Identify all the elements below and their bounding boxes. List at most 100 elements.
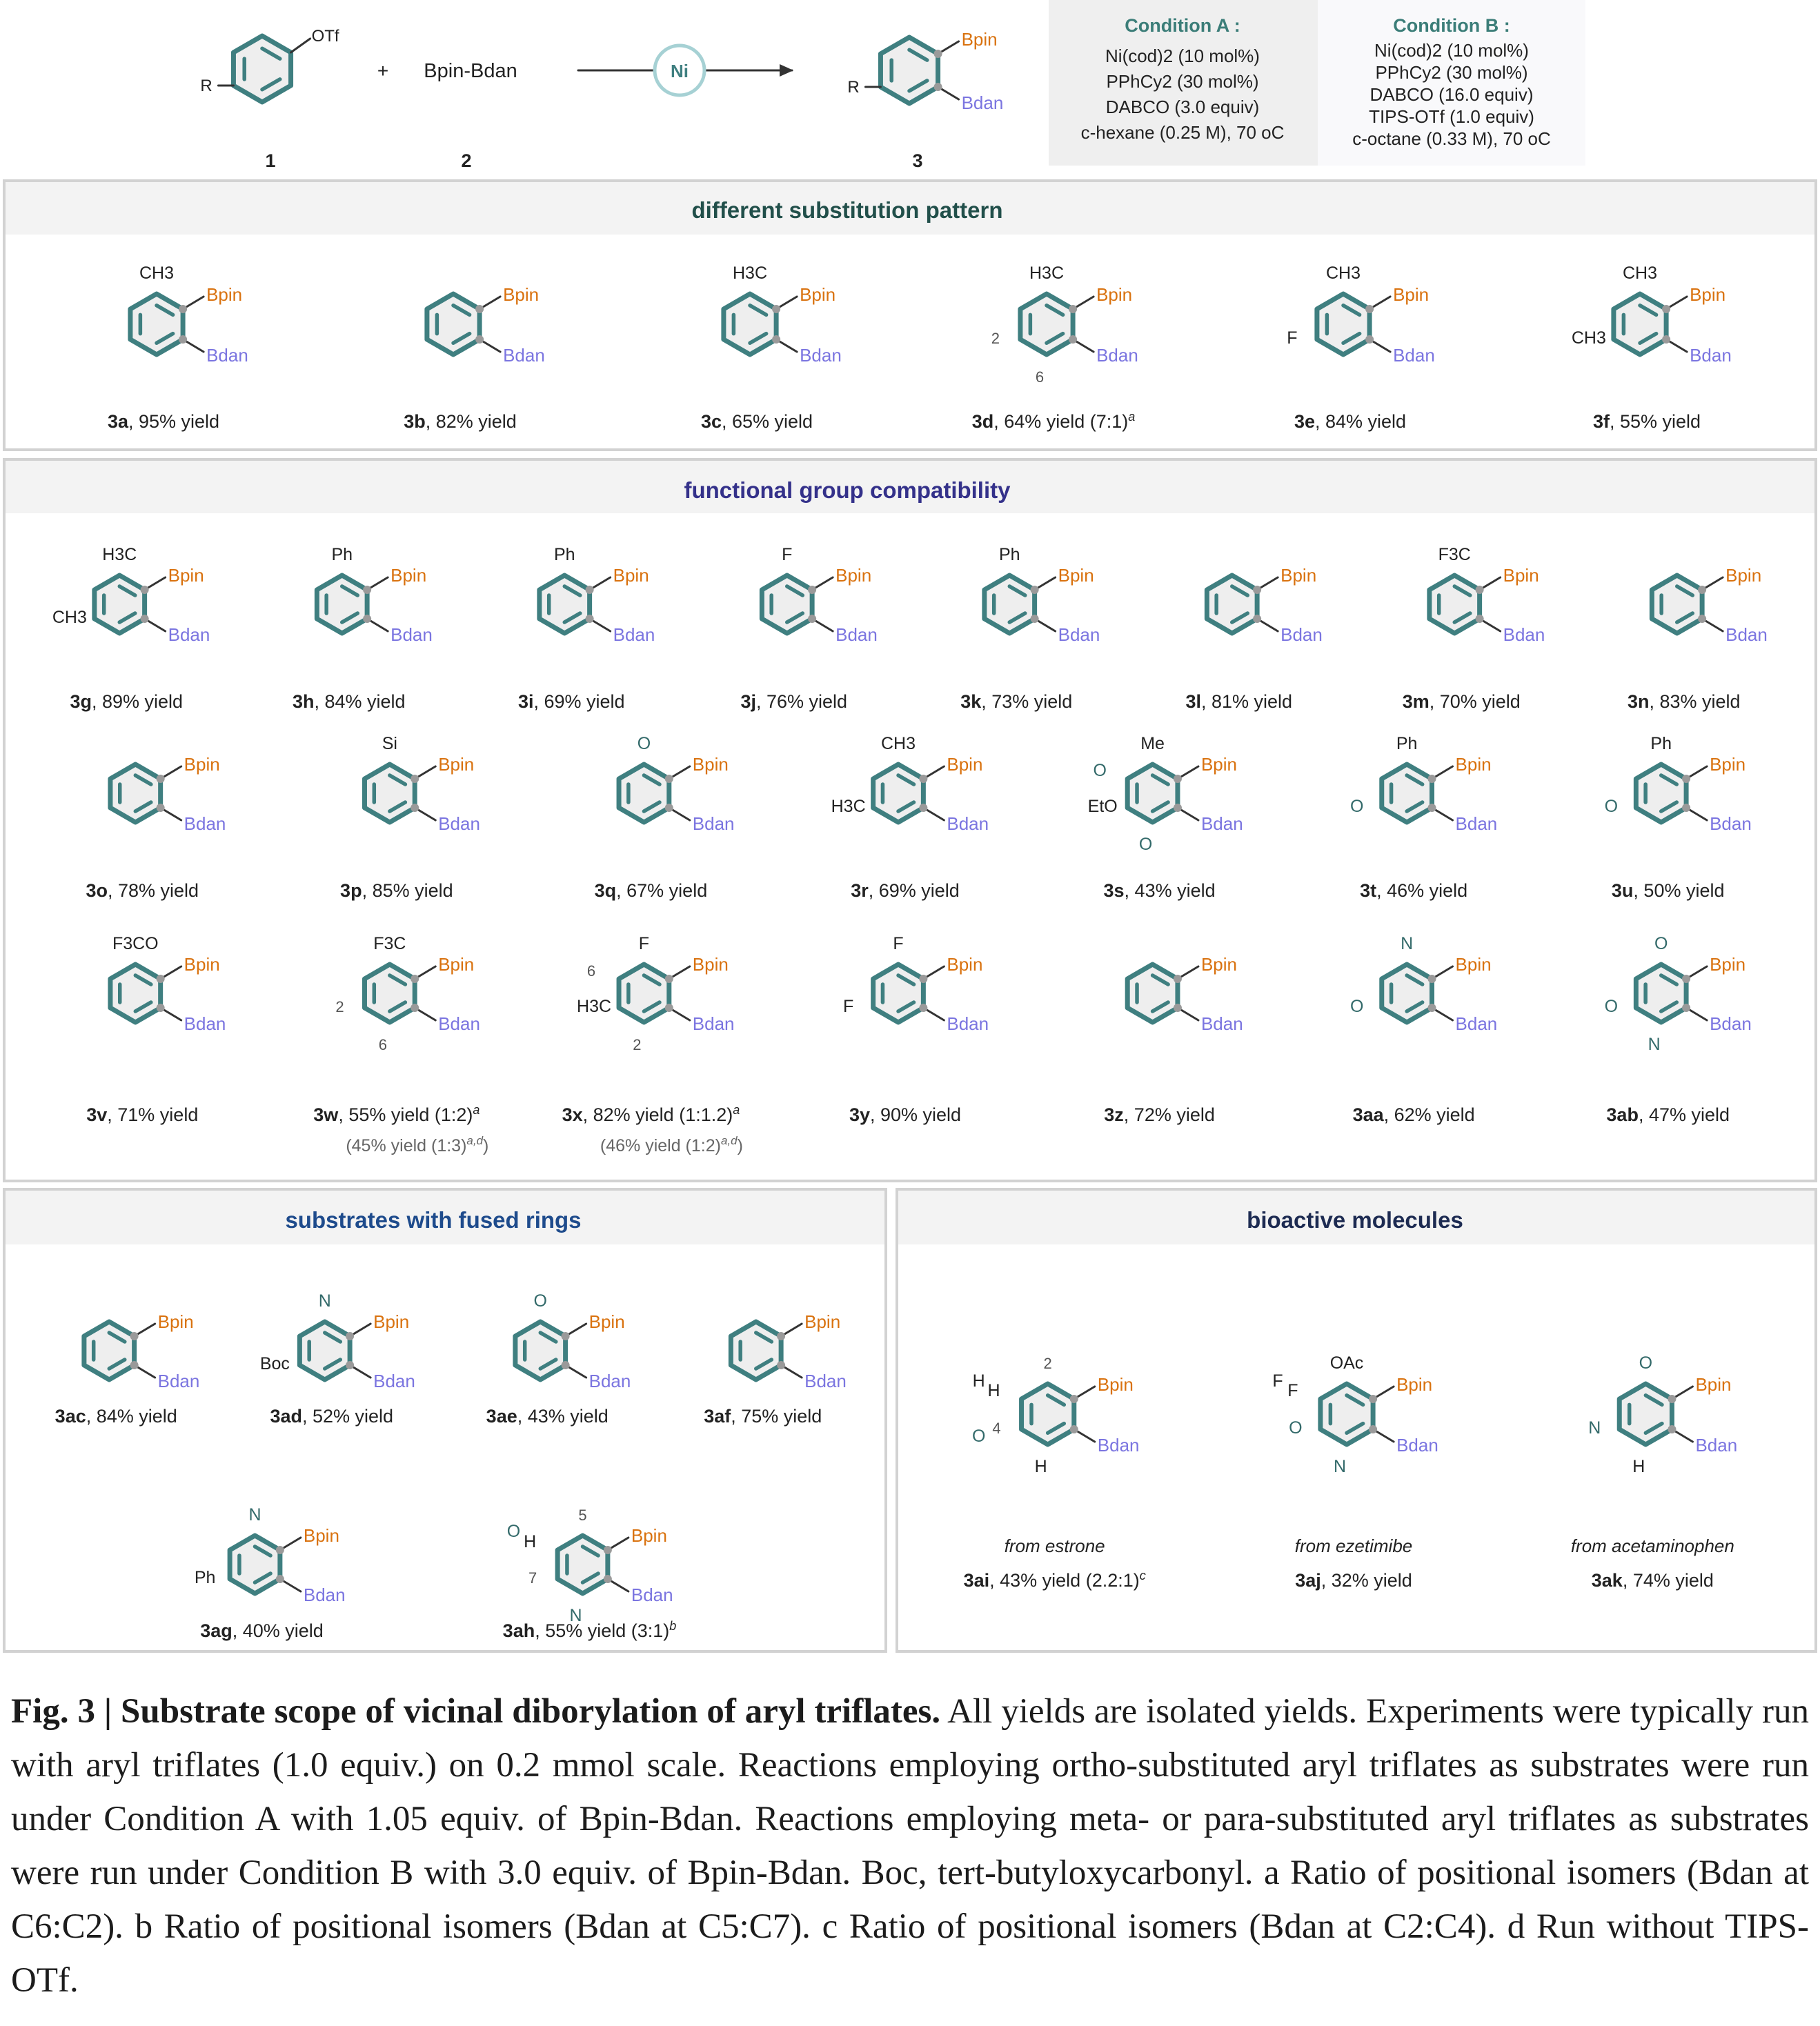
aromatic-bond <box>1045 1421 1067 1436</box>
yield-caption: 3t, 46% yield <box>1360 880 1467 901</box>
compound-id: 3i <box>518 691 534 712</box>
bdan-label: Bdan <box>800 345 842 366</box>
boron-attachment-dot <box>1427 775 1436 783</box>
benzene-ring <box>297 1319 353 1382</box>
benzene-ring <box>1019 1381 1077 1447</box>
bpin-label: Bpin <box>1695 1374 1731 1395</box>
yield-value: , 43% yield <box>517 1406 609 1427</box>
boron-attachment-dot <box>1173 804 1182 812</box>
bpin-label: Bpin <box>1096 284 1132 305</box>
bpin-label: Bpin <box>693 754 729 775</box>
bdan-label: Bdan <box>206 345 248 366</box>
bdan-label: Bdan <box>184 1013 226 1034</box>
yield-caption: 3g, 89% yield <box>70 691 183 712</box>
caption-separator: | <box>103 1692 112 1731</box>
aromatic-bond <box>785 584 805 597</box>
yield-caption: 3d, 64% yield (7:1)a <box>972 410 1136 432</box>
benzene-ring <box>128 291 186 357</box>
aromatic-bond <box>1675 584 1695 597</box>
substituent-label: CH3 <box>1623 264 1657 283</box>
bdan-label: Bdan <box>1456 813 1498 834</box>
yield-caption: 3n, 83% yield <box>1628 691 1741 712</box>
compound-id: 3r <box>851 880 869 901</box>
boron-attachment-dot <box>156 1004 165 1012</box>
benzene-ring <box>1018 291 1076 357</box>
bdan-label: Bdan <box>693 1013 735 1034</box>
condition-b-title: Condition B : <box>1393 15 1510 36</box>
boron-attachment-dot <box>1030 586 1039 594</box>
bpin-label: Bpin <box>835 565 871 586</box>
condition-b-line: Ni(cod)2 (10 mol%) <box>1374 40 1529 61</box>
bpin-label: Bpin <box>168 565 204 586</box>
aromatic-bond <box>580 1545 600 1558</box>
boron-attachment-dot <box>561 1361 570 1369</box>
benzene-ring <box>616 962 672 1025</box>
compound-id: 3j <box>740 691 756 712</box>
bpin-label: Bpin <box>1396 1374 1432 1395</box>
aromatic-bond <box>1659 1000 1679 1013</box>
yield-value: , 78% yield <box>108 880 199 901</box>
bdan-label: Bdan <box>304 1585 346 1605</box>
boron-attachment-dot <box>919 804 928 812</box>
compound-id: 3m <box>1403 691 1430 712</box>
yield-value: , 47% yield <box>1639 1104 1730 1125</box>
boron-attachment-dot <box>919 975 928 983</box>
benzene-ring <box>1616 1381 1674 1447</box>
substituent-label: EtO <box>1088 797 1118 816</box>
boron-attachment-dot <box>475 335 484 344</box>
section-3-header-band <box>4 1189 886 1244</box>
benzene-ring <box>424 291 482 357</box>
footnote-mark: a,d <box>466 1134 483 1147</box>
yield-caption: 3v, 71% yield <box>86 1104 198 1125</box>
substituent-label: F <box>893 934 903 953</box>
yield-caption: 3s, 43% yield <box>1104 880 1216 901</box>
benzene-ring <box>1611 291 1669 357</box>
aromatic-bond <box>642 800 662 813</box>
benzene-ring <box>1633 962 1689 1025</box>
bpin-label: Bpin <box>503 284 539 305</box>
compound-id: 3ag <box>200 1620 233 1641</box>
yield-value: , 62% yield <box>1384 1104 1475 1125</box>
yield-caption: 3e, 84% yield <box>1294 411 1406 432</box>
bdan-label: Bdan <box>962 92 1004 113</box>
caption-title: Substrate scope of vicinal diborylation … <box>121 1692 941 1731</box>
compound-id: 3ab <box>1606 1104 1639 1125</box>
boron-attachment-dot <box>411 804 419 812</box>
boron-attachment-dot <box>346 1332 355 1340</box>
boron-attachment-dot <box>1030 615 1039 623</box>
yield-value: , 43% yield <box>1125 880 1216 901</box>
bdan-label: Bdan <box>947 1013 989 1034</box>
substituent-label: O <box>1605 797 1618 816</box>
boron-attachment-dot <box>179 335 188 344</box>
boron-attachment-dot <box>1475 586 1484 594</box>
substituent-label: F <box>1287 328 1297 348</box>
aromatic-bond <box>388 1000 408 1013</box>
condition-b-line: PPhCy2 (30 mol%) <box>1375 62 1527 83</box>
substituent-label: H <box>1035 1457 1047 1476</box>
footnote-mark: b <box>669 1619 676 1633</box>
substituent-label: H3C <box>102 545 137 564</box>
benzene-ring <box>92 573 148 636</box>
compound-id: 3h <box>293 691 315 712</box>
position-number: 5 <box>578 1507 586 1524</box>
aromatic-bond <box>133 1000 153 1013</box>
compound-id: 3t <box>1360 880 1376 901</box>
aromatic-bond <box>388 773 408 786</box>
aromatic-bond <box>785 611 805 624</box>
yield-value: , 73% yield <box>981 691 1072 712</box>
boron-attachment-dot <box>1698 615 1707 623</box>
bpin-label: Bpin <box>373 1311 409 1332</box>
aromatic-bond <box>451 303 472 317</box>
yield-caption: 3p, 85% yield <box>340 880 453 901</box>
substituent-label: H3C <box>577 997 611 1016</box>
benzene-ring <box>721 291 779 357</box>
yield-value: , 32% yield <box>1321 1570 1412 1591</box>
